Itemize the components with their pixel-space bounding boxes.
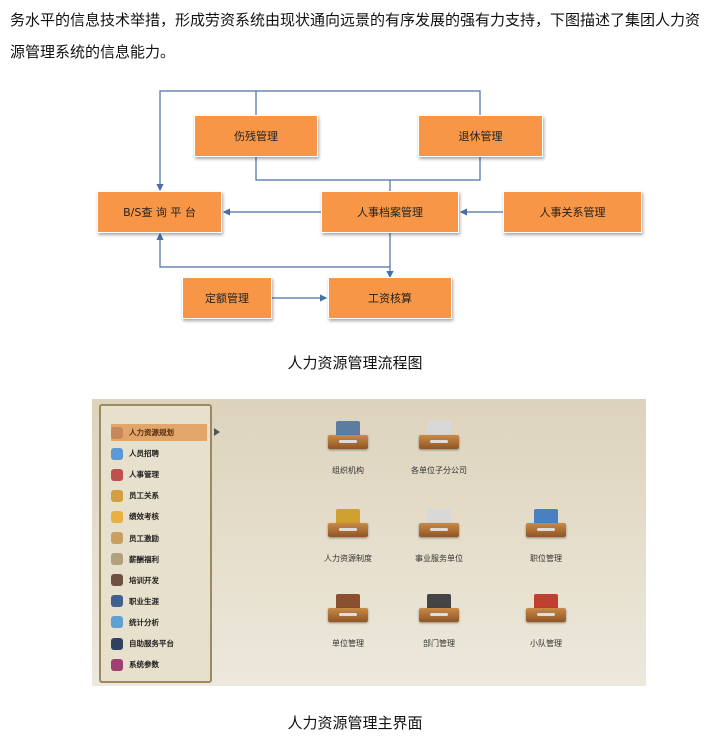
box-shangcan: 伤残管理 [194, 115, 318, 157]
sidebar-item[interactable]: 自助服务平台 [111, 635, 207, 652]
unit-icon [328, 594, 368, 630]
body-paragraph: 务水平的信息技术举措，形成劳资系统由现状通向远景的有序发展的强有力支持，下图描述… [10, 11, 701, 61]
module-tile[interactable]: 部门管理 [394, 594, 484, 649]
module-tile[interactable]: 各单位子分公司 [394, 421, 484, 476]
sidebar-item[interactable]: 员工激励 [111, 530, 207, 547]
self-service-icon [111, 637, 123, 650]
personnel-icon [111, 468, 123, 481]
training-icon [111, 574, 123, 587]
sidebar-item-label: 统计分析 [129, 617, 159, 627]
career-icon [111, 595, 123, 608]
connector-top [160, 90, 481, 190]
hr-main-interface: 人力资源规划人员招聘人事管理员工关系绩效考核员工激励薪酬福利培训开发职业生涯统计… [92, 399, 646, 686]
sidebar-item-label: 绩效考核 [129, 512, 159, 522]
module-tile-label: 职位管理 [530, 554, 562, 563]
sidebar-item-label: 人力资源规划 [129, 428, 174, 437]
module-tile[interactable]: 组织机构 [303, 421, 393, 476]
sidebar-item-label: 人事管理 [129, 470, 159, 480]
sidebar-item[interactable]: 绩效考核 [111, 508, 207, 525]
module-tile-label: 部门管理 [423, 639, 455, 648]
sidebar-item-label: 人员招聘 [129, 449, 159, 459]
sidebar-item[interactable]: 员工关系 [111, 487, 207, 504]
sidebar-item[interactable]: 薪酬福利 [111, 551, 207, 568]
sidebar-item[interactable]: 职业生涯 [111, 593, 207, 610]
sidebar-item[interactable]: 人力资源规划 [111, 424, 207, 441]
recruit-icon [111, 447, 123, 460]
sidebar-item[interactable]: 培训开发 [111, 572, 207, 589]
flowchart-connectors [0, 90, 509, 302]
module-tile[interactable]: 小队管理 [501, 594, 591, 649]
box-tuixiu: 退休管理 [418, 115, 543, 157]
module-tile-label: 事业服务单位 [415, 554, 463, 563]
sidebar-item[interactable]: 人员招聘 [111, 445, 207, 462]
module-tile[interactable]: 职位管理 [501, 509, 591, 564]
module-tile-label: 组织机构 [332, 466, 364, 475]
statistics-icon [111, 616, 123, 629]
module-tile[interactable]: 单位管理 [303, 594, 393, 649]
sidebar-item-label: 自助服务平台 [129, 639, 174, 648]
sidebar-item-label: 培训开发 [129, 575, 159, 585]
box-dangan: 人事档案管理 [321, 191, 459, 233]
sidebar-item[interactable]: 系统参数 [111, 656, 207, 673]
sidebar-item-label: 薪酬福利 [129, 554, 159, 564]
relations-icon [111, 489, 123, 502]
position-icon [526, 509, 566, 545]
connector-merge [255, 157, 481, 191]
organization-icon [328, 421, 368, 457]
sidebar-item[interactable]: 人事管理 [111, 466, 207, 483]
sidebar-item-label: 员工关系 [129, 491, 159, 501]
module-tile-label: 各单位子分公司 [411, 466, 467, 475]
module-tile[interactable]: 人力资源制度 [303, 509, 393, 564]
sidebar-item-label: 系统参数 [129, 660, 159, 670]
box-gongzi: 工资核算 [328, 277, 452, 319]
module-tile-label: 人力资源制度 [324, 554, 372, 563]
settings-icon [111, 658, 123, 671]
box-dinge: 定额管理 [182, 277, 272, 319]
team-icon [526, 594, 566, 630]
module-tile[interactable]: 事业服务单位 [394, 509, 484, 564]
module-tile-label: 单位管理 [332, 639, 364, 648]
planning-icon [111, 426, 123, 439]
sidebar-item-label: 职业生涯 [129, 596, 159, 606]
hr-policy-icon [328, 509, 368, 545]
branch-icon [419, 421, 459, 457]
performance-icon [111, 510, 123, 523]
service-unit-icon [419, 509, 459, 545]
box-bs-platform: B/S查 询 平 台 [97, 191, 222, 233]
incentive-icon [111, 532, 123, 544]
active-pointer-icon [214, 428, 220, 436]
sidebar-menu: 人力资源规划人员招聘人事管理员工关系绩效考核员工激励薪酬福利培训开发职业生涯统计… [99, 404, 212, 683]
salary-icon [111, 553, 123, 566]
connector-to-bs [156, 232, 390, 268]
caption-flowchart: 人力资源管理流程图 [287, 354, 423, 372]
caption-interface: 人力资源管理主界面 [287, 714, 423, 732]
sidebar-item[interactable]: 统计分析 [111, 614, 207, 631]
module-tile-label: 小队管理 [530, 639, 562, 648]
sidebar-item-label: 员工激励 [129, 533, 159, 543]
box-guanxi: 人事关系管理 [503, 191, 642, 233]
department-icon [419, 594, 459, 630]
